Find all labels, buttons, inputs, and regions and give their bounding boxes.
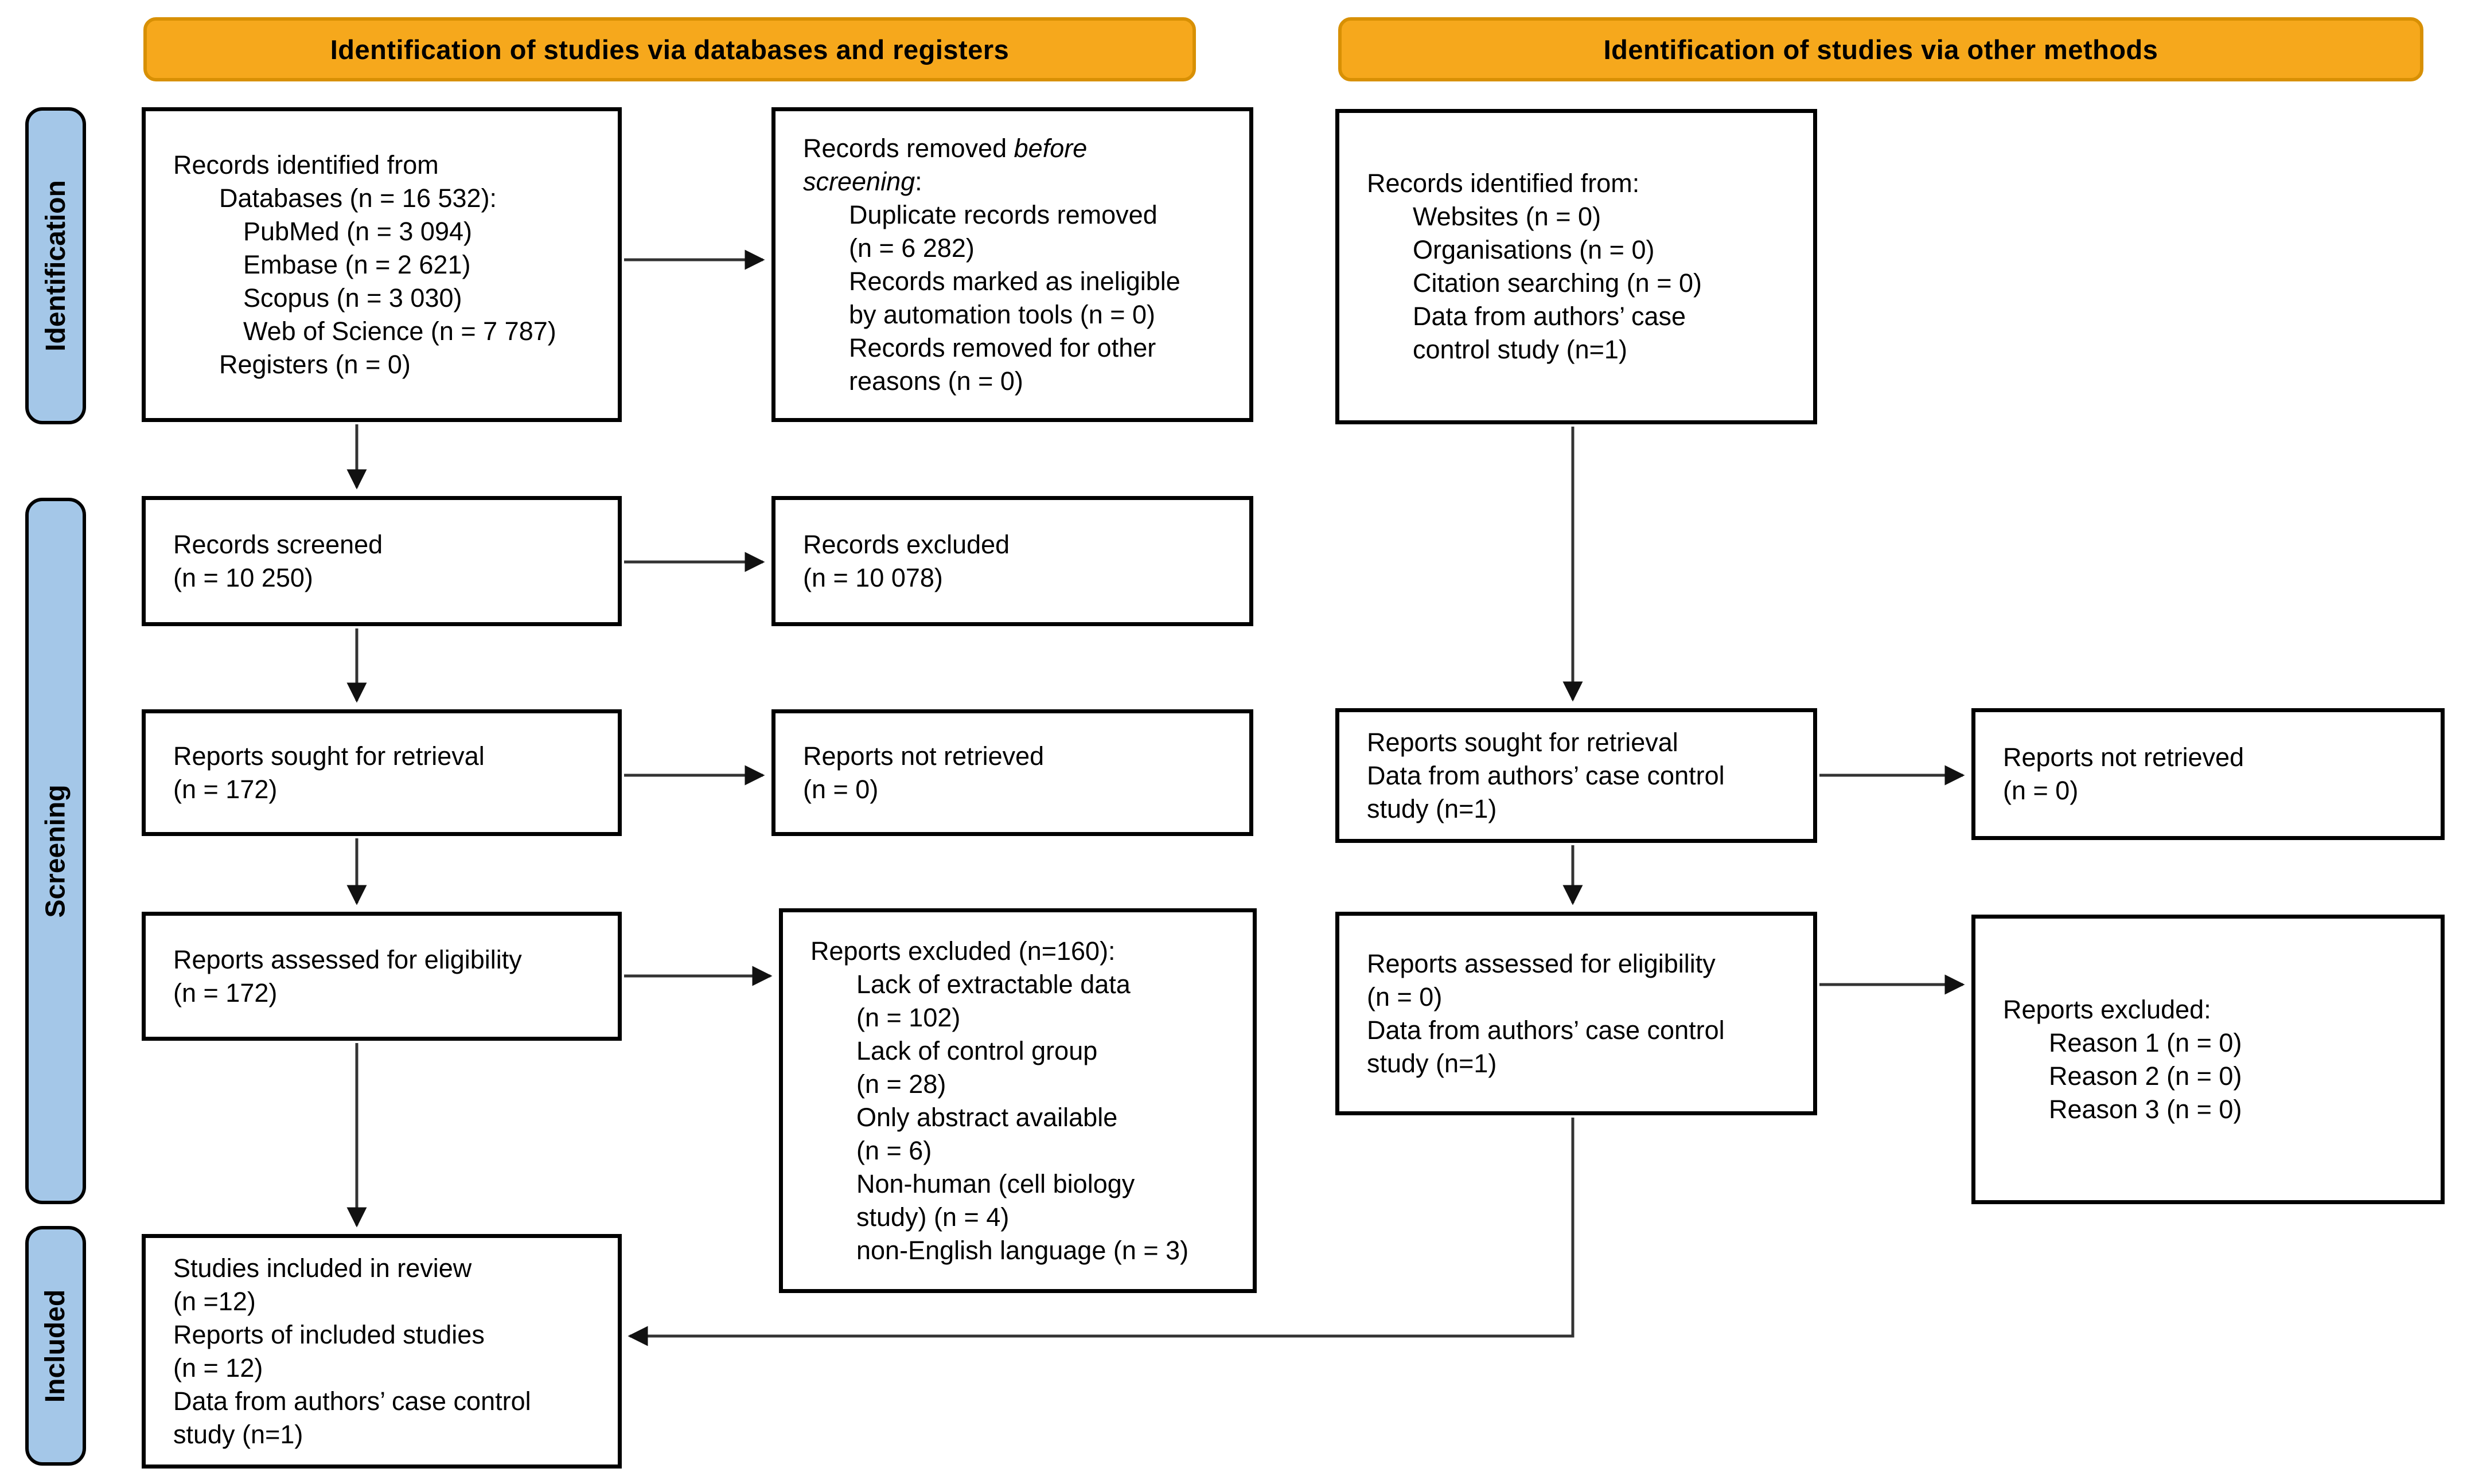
- box-text-line: Registers (n = 0): [219, 349, 411, 379]
- box-text-line: (n = 0): [1367, 982, 1443, 1012]
- box-text-line: Reports assessed for eligibility: [1367, 948, 1716, 978]
- box-text-line: Non-human (cell biology: [856, 1169, 1135, 1198]
- box-text-line: Reports assessed for eligibility: [173, 944, 522, 974]
- box-text-line: Data from authors’ case: [1413, 302, 1686, 331]
- box-text-line: Scopus (n = 3 030): [243, 283, 462, 313]
- box-text-line: Reports not retrieved: [803, 741, 1045, 771]
- box-records-excluded: Records excluded (n = 10 078): [771, 496, 1253, 626]
- box-text-line: Records removed for other: [849, 333, 1156, 362]
- box-text-line: (n = 10 250): [173, 563, 313, 592]
- box-text-line: Embase (n = 2 621): [243, 249, 471, 279]
- box-reports-not-retrieved-other: Reports not retrieved (n = 0): [1971, 708, 2445, 840]
- box-text-line: Citation searching (n = 0): [1413, 268, 1702, 298]
- banner-databases-registers: Identification of studies via databases …: [143, 17, 1196, 81]
- box-reports-not-retrieved-databases: Reports not retrieved(n = 0): [771, 709, 1253, 836]
- box-text-line: study) (n = 4): [856, 1202, 1010, 1232]
- box-text-line: (n = 10 078): [803, 563, 943, 592]
- box-text-line: Data from authors’ case control: [173, 1386, 531, 1416]
- box-text-line: Reason 2 (n = 0): [2049, 1061, 2242, 1091]
- box-text-line: Reports of included studies: [173, 1319, 485, 1349]
- banner-other-methods: Identification of studies via other meth…: [1338, 17, 2423, 81]
- box-text-line: (n = 172): [173, 774, 278, 804]
- box-studies-included: Studies included in review(n =12)Reports…: [142, 1234, 622, 1469]
- box-reports-excluded-databases: Reports excluded (n=160):Lack of extract…: [779, 908, 1257, 1293]
- box-text-line: Records identified from: [173, 150, 439, 179]
- box-text-line: PubMed (n = 3 094): [243, 216, 473, 246]
- box-text-line: (n = 12): [173, 1353, 263, 1383]
- box-text-line: (n = 28): [856, 1069, 946, 1099]
- box-records-identified-other: Records identified from: Websites (n = 0)…: [1335, 109, 1817, 424]
- box-text-line: control study (n=1): [1413, 335, 1627, 364]
- box-text-line: study (n=1): [173, 1419, 303, 1449]
- box-text-line: Records removed before: [803, 133, 1088, 163]
- box-records-screened: Records screened (n = 10 250): [142, 496, 622, 626]
- box-text-line: Duplicate records removed: [849, 200, 1157, 229]
- box-reports-assessed-databases: Reports assessed for eligibility (n = 172…: [142, 912, 622, 1041]
- box-text-line: Studies included in review: [173, 1253, 472, 1283]
- box-text-line: Data from authors’ case control: [1367, 1015, 1725, 1045]
- box-text-line: Reports not retrieved: [2003, 743, 2244, 772]
- box-text-line: (n =12): [173, 1286, 256, 1316]
- box-text-line: (n = 0): [803, 774, 879, 804]
- box-reports-assessed-other: Reports assessed for eligibility (n = 0)D…: [1335, 912, 1817, 1115]
- box-text-line: Lack of extractable data: [856, 969, 1131, 999]
- box-text-line: Reports excluded:: [2003, 994, 2211, 1024]
- box-text-line: (n = 6): [856, 1135, 932, 1165]
- box-text-line: Reports sought for retrieval: [1367, 727, 1678, 757]
- box-text-line: Reports sought for retrieval: [173, 741, 485, 771]
- box-text-line: (n = 102): [856, 1002, 961, 1032]
- box-text-line: Organisations (n = 0): [1413, 235, 1655, 264]
- box-text-line: (n = 172): [173, 978, 278, 1007]
- box-text-line: Web of Science (n = 7 787): [243, 316, 556, 346]
- box-text-line: Records identified from:: [1367, 169, 1640, 198]
- stage-included: Included: [25, 1226, 86, 1466]
- box-text-line: Reason 3 (n = 0): [2049, 1094, 2242, 1124]
- box-text-line: (n = 0): [2003, 776, 2079, 805]
- box-text-line: study (n=1): [1367, 1048, 1497, 1078]
- box-text-line: Reports excluded (n=160):: [810, 936, 1116, 966]
- box-text-line: study (n=1): [1367, 794, 1497, 823]
- box-text-line: Records screened: [173, 529, 383, 559]
- box-reports-excluded-other: Reports excluded: Reason 1 (n = 0) Reason …: [1971, 915, 2445, 1204]
- box-text-line: Records marked as ineligible: [849, 266, 1180, 296]
- stage-identification: Identification: [25, 107, 86, 424]
- stage-included-label: Included: [40, 1289, 71, 1403]
- box-text-line: Only abstract available: [856, 1102, 1118, 1132]
- box-text-line: Lack of control group: [856, 1036, 1098, 1065]
- box-text-line: Data from authors’ case control: [1367, 760, 1725, 790]
- stage-screening-label: Screening: [40, 784, 71, 918]
- box-text-line: Records excluded: [803, 529, 1010, 559]
- stage-screening: Screening: [25, 498, 86, 1204]
- box-text-line: non-English language (n = 3): [856, 1235, 1189, 1265]
- box-text-line: Websites (n = 0): [1413, 202, 1601, 231]
- box-text-line: Databases (n = 16 532):: [219, 183, 497, 213]
- box-text-line: screening:: [803, 166, 922, 196]
- box-text-line: by automation tools (n = 0): [849, 299, 1156, 329]
- box-text-line: Reason 1 (n = 0): [2049, 1028, 2242, 1057]
- box-text-line: (n = 6 282): [849, 233, 975, 263]
- box-text-line: reasons (n = 0): [849, 366, 1023, 396]
- stage-identification-label: Identification: [40, 180, 71, 352]
- box-reports-sought-databases: Reports sought for retrieval(n = 172): [142, 709, 622, 836]
